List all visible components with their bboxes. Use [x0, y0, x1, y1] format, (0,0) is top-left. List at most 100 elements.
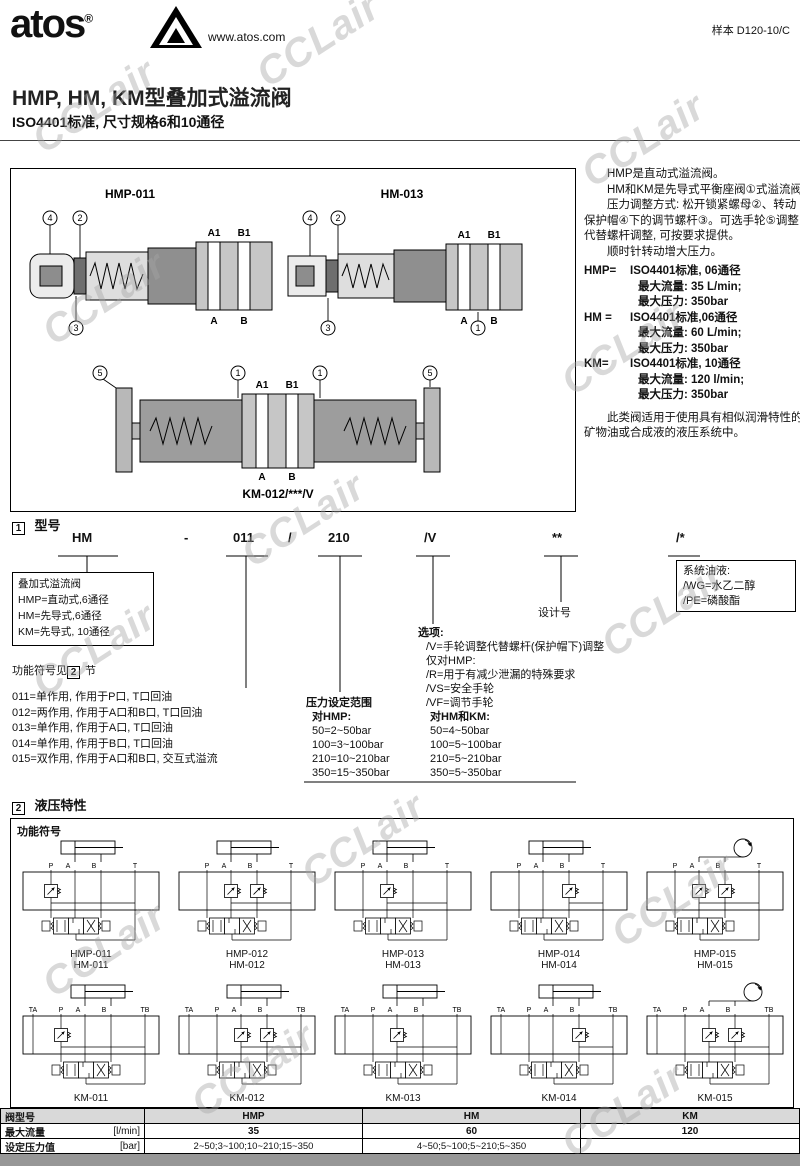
function-item: 015=双作用, 作用于A口和B口, 交互式溢流 [12, 753, 218, 765]
svg-text:A: A [534, 863, 539, 870]
function-code-list: 011=单作用, 作用于P口, T口回油 012=两作用, 作用于A口和B口, … [12, 690, 218, 768]
pressure-range-title: 压力设定范围 [306, 697, 372, 709]
design-number-label: 设计号 [538, 607, 571, 619]
registered-mark: ® [84, 11, 93, 26]
svg-text:3: 3 [325, 323, 330, 333]
ordering-connector-lines [58, 555, 700, 783]
svg-text:B: B [560, 863, 565, 870]
section-2-header: 2 液压特性 [12, 795, 86, 815]
svg-text:P: P [527, 1007, 532, 1014]
svg-text:B: B [92, 863, 97, 870]
table-row-pressure: 设定压力值[bar] 2~50;3~100;10~210;15~350 4~50… [0, 1138, 800, 1153]
spec-table: 阀型号 HMP HM KM 最大流量[l/min] 35 60 120 设定压力… [0, 1108, 800, 1166]
table-label: 最大流量 [5, 1127, 45, 1139]
spec-line: 最大压力: 350bar [638, 342, 729, 355]
section-ref-number: 2 [67, 666, 80, 679]
callout-leader-lines [49, 225, 479, 398]
svg-text:T: T [601, 863, 606, 870]
table-cell-km [581, 1139, 800, 1153]
spec-line: 最大压力: 350bar [638, 389, 729, 401]
schematic-caption: KM-014 [541, 1093, 577, 1104]
schematic-caption: HMP-012 [225, 949, 269, 960]
doc-reference: 样本 D120-10/C [711, 25, 790, 37]
intro-line: 压力调整方式: 松开锁紧螺母②、转动 [607, 199, 797, 211]
spec-line: 最大流量: 35 L/min; [638, 280, 742, 293]
svg-text:B: B [102, 1007, 107, 1014]
table-cell-km: 120 [581, 1124, 800, 1138]
family-description-box: 叠加式溢流阀 HMP=直动式,6通径 HM=先导式,6通径 KM=先导式, 10… [12, 572, 154, 646]
svg-text:4: 4 [47, 213, 52, 223]
svg-text:P: P [205, 863, 210, 870]
table-cell-hmp: 2~50;3~100;10~210;15~350 [145, 1139, 363, 1153]
svg-text:A1: A1 [256, 380, 269, 391]
spec-line: 最大流量: 120 l/min; [638, 373, 745, 386]
code-series: HM [72, 530, 93, 545]
svg-text:3: 3 [73, 323, 78, 333]
svg-text:TB: TB [765, 1007, 774, 1014]
hmp-valve-drawing [29, 241, 273, 311]
svg-text:P: P [59, 1007, 64, 1014]
function-item: 013=单作用, 作用于A口, T口回油 [12, 722, 174, 734]
schematic-caption: KM-013 [385, 1093, 421, 1104]
hm-valve-drawing [287, 243, 523, 311]
table-label: 设定压力值 [5, 1142, 55, 1154]
pressure-item: 100=5~100bar [430, 739, 502, 751]
svg-text:TB: TB [297, 1007, 306, 1014]
table-cell-hm: 4~50;5~100;5~210;5~350 [363, 1139, 581, 1153]
pressure-column-head: 对HMP: [312, 711, 352, 723]
svg-text:P: P [683, 1007, 688, 1014]
table-cell-hmp: HMP [145, 1109, 363, 1123]
schematic-caption: KM-012 [229, 1093, 265, 1104]
svg-text:A: A [76, 1007, 81, 1014]
option-item: 仅对HMP: [426, 655, 476, 667]
page-subtitle: ISO4401标准, 尺寸规格6和10通径 [12, 114, 225, 130]
svg-text:5: 5 [97, 368, 102, 378]
intro-line: HMP是直动式溢流阀。 [607, 168, 725, 180]
svg-text:A: A [222, 863, 227, 870]
svg-text:B: B [404, 863, 409, 870]
code-design: ** [552, 530, 563, 545]
intro-line: 保护帽④下的调节螺杆③。可选手轮⑤调整 [584, 214, 799, 227]
option-item: /VS=安全手轮 [426, 683, 495, 695]
table-cell-hm: 60 [363, 1124, 581, 1138]
option-item: /R=用于有减少泄漏的特殊要求 [426, 669, 576, 681]
svg-text:4: 4 [307, 213, 312, 223]
pressure-item: 50=2~50bar [312, 725, 372, 737]
intro-footer-line: 此类阀适用于使用具有相似润滑特性的 [607, 411, 800, 424]
spec-hmp: HMP=ISO4401标准, 06通径 [584, 265, 741, 277]
schematic-caption: HM-013 [385, 960, 421, 971]
svg-text:T: T [289, 863, 294, 870]
cutaway-panel [10, 168, 576, 512]
code-function: 011 [233, 530, 254, 545]
svg-text:T: T [757, 863, 762, 870]
pressure-item: 210=5~210bar [430, 753, 502, 765]
website-url: www.atos.com [208, 30, 286, 44]
function-item: 012=两作用, 作用于A口和B口, T口回油 [12, 706, 203, 719]
title-divider [0, 140, 800, 141]
svg-text:T: T [445, 863, 450, 870]
table-row-model: 阀型号 HMP HM KM [0, 1108, 800, 1123]
schematic-caption: HMP-015 [693, 949, 737, 960]
svg-text:A: A [544, 1007, 549, 1014]
svg-text:TA: TA [653, 1007, 662, 1014]
section-1-number: 1 [12, 522, 25, 535]
hm-cutaway-label: HM-013 [381, 187, 424, 201]
schematic-caption: KM-011 [73, 1093, 109, 1104]
svg-text:B1: B1 [238, 228, 251, 239]
svg-text:TB: TB [453, 1007, 462, 1014]
pressure-item: 350=15~350bar [312, 767, 390, 779]
schematic-caption: HM-011 [73, 960, 109, 971]
svg-text:A: A [66, 863, 71, 870]
pressure-hmp-column: 对HMP: 50=2~50bar 100=3~100bar 210=10~210… [312, 710, 390, 780]
svg-text:P: P [517, 863, 522, 870]
fluid-options-box: 系统油液: /WG=水乙二醇 /PE=磷酸酯 [676, 560, 796, 612]
section-1-header: 1 型号 [12, 515, 60, 535]
